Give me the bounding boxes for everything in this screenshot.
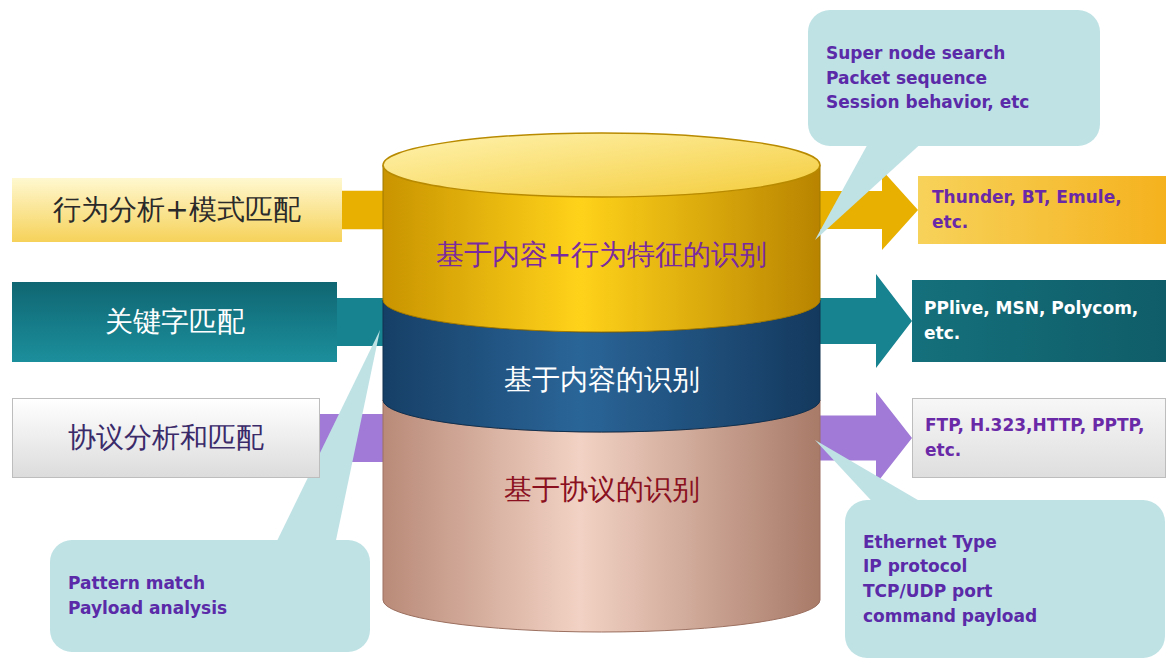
result-box: Thunder, BT, Emule, etc.	[918, 176, 1166, 244]
node-text: Ethernet Type	[863, 530, 997, 555]
node-text: PPlive, MSN, Polycom, etc.	[924, 296, 1154, 345]
cylinder-band: 基于协议的识别	[392, 440, 811, 540]
node-text: TCP/UDP port	[863, 579, 992, 604]
node-label: 行为分析+模式匹配	[53, 193, 300, 227]
node-text: FTP, H.323,HTTP, PPTP, etc.	[925, 413, 1153, 462]
callout-bubble: Super node searchPacket sequenceSession …	[808, 10, 1100, 146]
node-text: Super node search	[826, 41, 1005, 66]
node-text: Payload analysis	[68, 596, 227, 621]
node-text: Session behavior, etc	[826, 90, 1029, 115]
node-label: 协议分析和匹配	[68, 421, 264, 455]
node-label: 基于协议的识别	[504, 473, 700, 507]
node-label: 基于内容+行为特征的识别	[436, 238, 767, 272]
result-box: PPlive, MSN, Polycom, etc.	[912, 280, 1166, 362]
callout-bubble: Pattern matchPayload analysis	[50, 540, 370, 652]
node-label: 关键字匹配	[105, 305, 245, 339]
node-text: Packet sequence	[826, 66, 987, 91]
cylinder-band: 基于内容+行为特征的识别	[392, 205, 811, 305]
callout-bubble: Ethernet TypeIP protocolTCP/UDP portcomm…	[845, 500, 1165, 658]
result-box: FTP, H.323,HTTP, PPTP, etc.	[912, 398, 1166, 478]
node-text: command payload	[863, 604, 1037, 629]
node-label: 基于内容的识别	[504, 363, 700, 397]
node-text: IP protocol	[863, 554, 967, 579]
method-arrow: 协议分析和匹配	[12, 398, 320, 478]
method-arrow: 关键字匹配	[12, 282, 337, 362]
node-text: Pattern match	[68, 571, 205, 596]
cylinder-band: 基于内容的识别	[392, 338, 811, 422]
node-text: Thunder, BT, Emule, etc.	[932, 185, 1152, 234]
method-arrow: 行为分析+模式匹配	[12, 178, 342, 242]
